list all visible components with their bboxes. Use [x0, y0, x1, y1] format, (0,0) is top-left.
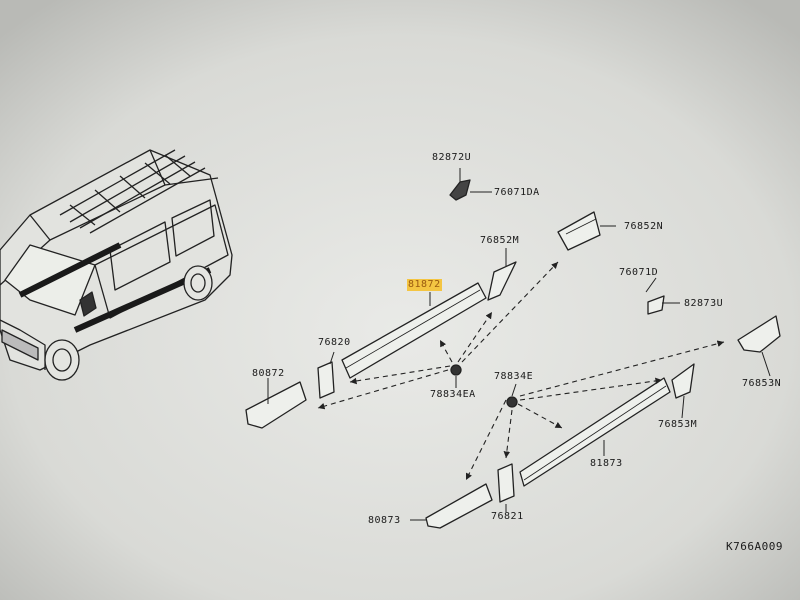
part-label-76071D: 76071D [619, 267, 659, 278]
part-label-76853M: 76853M [658, 419, 698, 430]
part-label-81873: 81873 [590, 458, 623, 469]
part-label-80872: 80872 [252, 368, 285, 379]
part-label-76821: 76821 [491, 511, 524, 522]
part-shapes [245, 179, 781, 529]
part-label-78834E: 78834E [494, 371, 534, 382]
dashed-arrows [317, 261, 725, 481]
leader-lines [267, 168, 771, 521]
part-label-80873: 80873 [368, 515, 401, 526]
part-label-76071DA: 76071DA [494, 187, 540, 198]
part-label-76820: 76820 [318, 337, 351, 348]
part-label-76853N: 76853N [742, 378, 782, 389]
part-label-76852N: 76852N [624, 221, 664, 232]
van-illustration [0, 149, 233, 381]
part-label-76852M: 76852M [480, 235, 520, 246]
part-label-82873U: 82873U [684, 298, 724, 309]
drawing-reference: K766A009 [726, 540, 783, 553]
part-label-78834EA: 78834EA [430, 389, 476, 400]
part-label-81872: 81872 [407, 279, 442, 291]
part-label-82872U: 82872U [432, 152, 472, 163]
